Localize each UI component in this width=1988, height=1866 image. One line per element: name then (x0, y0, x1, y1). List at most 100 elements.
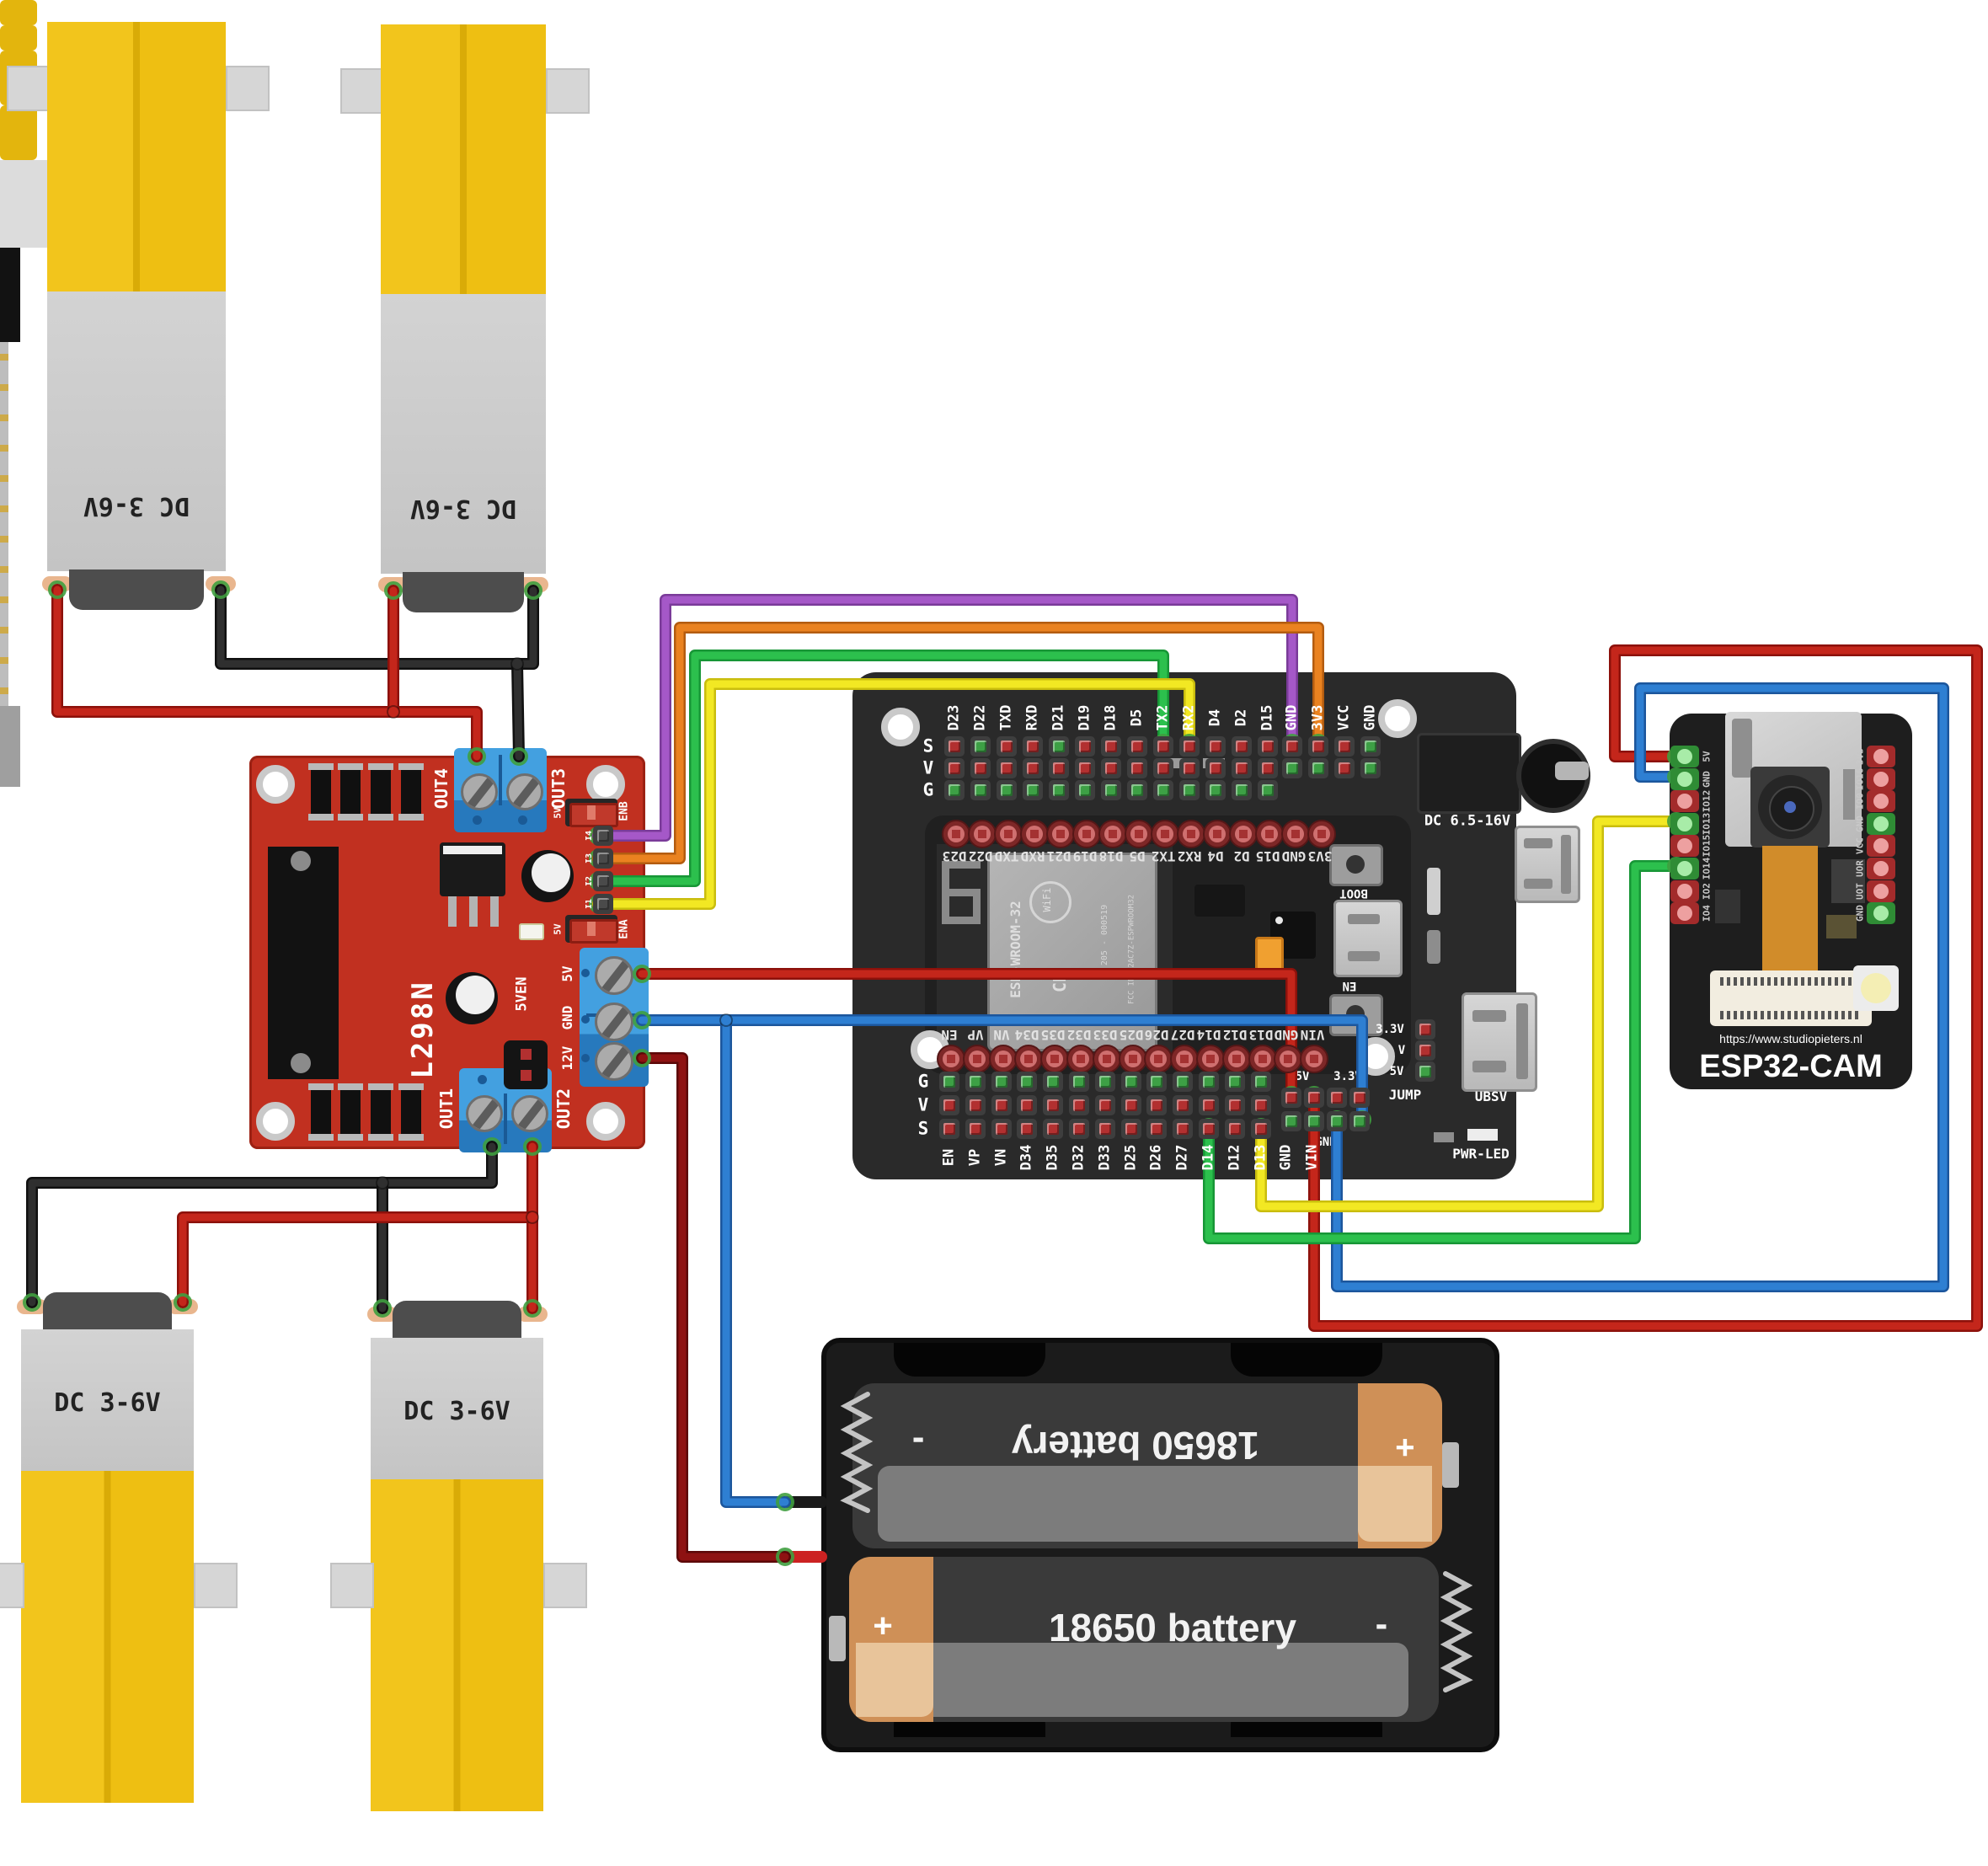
pin (1017, 1095, 1037, 1115)
motor-top-left-label: DC 3-6V (83, 491, 190, 521)
module-leg (0, 736, 20, 746)
ena-jumper (565, 915, 618, 944)
heatsink-tab (0, 248, 20, 271)
battery-cell-top (852, 1383, 1442, 1548)
smd-part (1427, 930, 1440, 964)
pin-label-D22: D22 (971, 704, 989, 731)
header-pin (1229, 820, 1258, 848)
wire-junction (387, 705, 400, 719)
motor-bottom-mid-can: DC 3-6V (371, 1338, 543, 1479)
pin (1225, 1095, 1245, 1115)
pin-label-D34: D34 (1018, 1144, 1035, 1171)
pin (1205, 758, 1226, 778)
wire-red-bottom-branch-outline (177, 1211, 538, 1308)
module-pin (0, 463, 8, 479)
usb-port-right (1515, 826, 1580, 903)
motor-bottom-mid-label: DC 3-6V (403, 1397, 510, 1426)
pin (1304, 1111, 1324, 1131)
usb-port-devkit (1333, 900, 1403, 977)
pin-label-IO4: IO4 (1701, 905, 1713, 922)
pin (939, 1095, 959, 1115)
l298n-capacitor (446, 972, 498, 1024)
pin (1251, 1119, 1271, 1139)
wire-blue-cam-gnd (1333, 684, 1948, 1291)
wire-black-top-branch-connection-ring (510, 747, 528, 766)
pin-label-GND: GND (1854, 815, 1866, 832)
pin-label-D15: D15 (1255, 848, 1280, 864)
pin-label-D21: D21 (1050, 704, 1067, 731)
pin (1095, 1072, 1115, 1092)
pin (593, 871, 613, 891)
module-pin (0, 691, 8, 706)
pin (965, 1119, 986, 1139)
pin (1308, 736, 1328, 757)
pwr-led (1467, 1129, 1498, 1141)
wire-black-top-motors-connection-ring (524, 581, 542, 600)
ubsv-label: UBSV (1474, 1088, 1508, 1104)
header-pin (994, 820, 1023, 848)
wire-red-bottom-motors-connection-ring (523, 1137, 542, 1156)
pin-label-D21: D21 (1046, 848, 1071, 864)
l298n-capacitor (521, 850, 574, 902)
header-pin (1072, 820, 1101, 848)
module-pin (0, 479, 8, 494)
header-pin (1248, 1045, 1277, 1073)
pin-label-VP: VP (966, 1148, 984, 1167)
pin-label-D32: D32 (1066, 1027, 1092, 1043)
pin (1258, 736, 1278, 757)
header-pin (1222, 1045, 1251, 1073)
pin (1334, 758, 1355, 778)
jump-5v-label: 5V (1389, 1065, 1404, 1078)
pin (997, 736, 1017, 757)
pin-label-RX2: RX2 (1180, 704, 1198, 731)
module-pin (0, 418, 8, 433)
pin (991, 1072, 1012, 1092)
pin-label-VCC: VCC (1335, 704, 1353, 731)
module-pin (0, 539, 8, 554)
cam-smd (1831, 859, 1865, 903)
wire-blue-gnd-battery (722, 1016, 789, 1506)
header-pin (1300, 1045, 1328, 1073)
pin (1199, 1119, 1219, 1139)
motor-bottom-mid-cap (393, 1301, 521, 1339)
pin (970, 758, 991, 778)
pin (1121, 1119, 1141, 1139)
pin (1121, 1095, 1141, 1115)
header-pin (989, 1045, 1018, 1073)
pin-label-I4: I4 (585, 830, 594, 842)
pin (1121, 1072, 1141, 1092)
pin (1225, 1119, 1245, 1139)
dc-voltage-label: DC 6.5-16V (1424, 812, 1511, 830)
cam-pin (1670, 746, 1699, 767)
pin (1173, 1095, 1193, 1115)
module-pin (0, 494, 8, 509)
wire-darkred-12v-battery-connection-ring (633, 1049, 651, 1067)
module-pin (0, 676, 8, 691)
wire-black-bottom-motors (28, 1142, 496, 1307)
wire-blue-gnd (638, 1016, 1366, 1124)
pin-label-3V3: 3V3 (1307, 848, 1333, 864)
pin-label-GND: GND (1277, 1144, 1295, 1171)
pin (1101, 758, 1121, 778)
pin (944, 736, 965, 757)
header-pin (1144, 1045, 1173, 1073)
cam-pin (1867, 835, 1895, 857)
pin-label-S: S (922, 735, 934, 757)
cam-pin (1867, 768, 1895, 790)
jump-3v3-label: 3.3V (1376, 1023, 1404, 1036)
wire-red-top-motors (53, 585, 481, 761)
hdr-5v-label: 5V (1295, 1070, 1310, 1083)
pin-label-D15: D15 (1259, 704, 1276, 731)
pin (1360, 736, 1381, 757)
l298n-heatsink-screw (291, 1053, 311, 1073)
battery-bottom-label: 18650 battery (1048, 1606, 1297, 1649)
module-pin (0, 524, 8, 539)
pin (1023, 758, 1043, 778)
pin-label-IO14: IO14 (1701, 857, 1713, 880)
wire-junction (719, 1013, 733, 1027)
wire-black-top-branch (513, 660, 523, 761)
pin (1146, 1119, 1167, 1139)
l298n-out43-terminal (454, 748, 547, 832)
motor-top-left-cap (69, 569, 204, 610)
